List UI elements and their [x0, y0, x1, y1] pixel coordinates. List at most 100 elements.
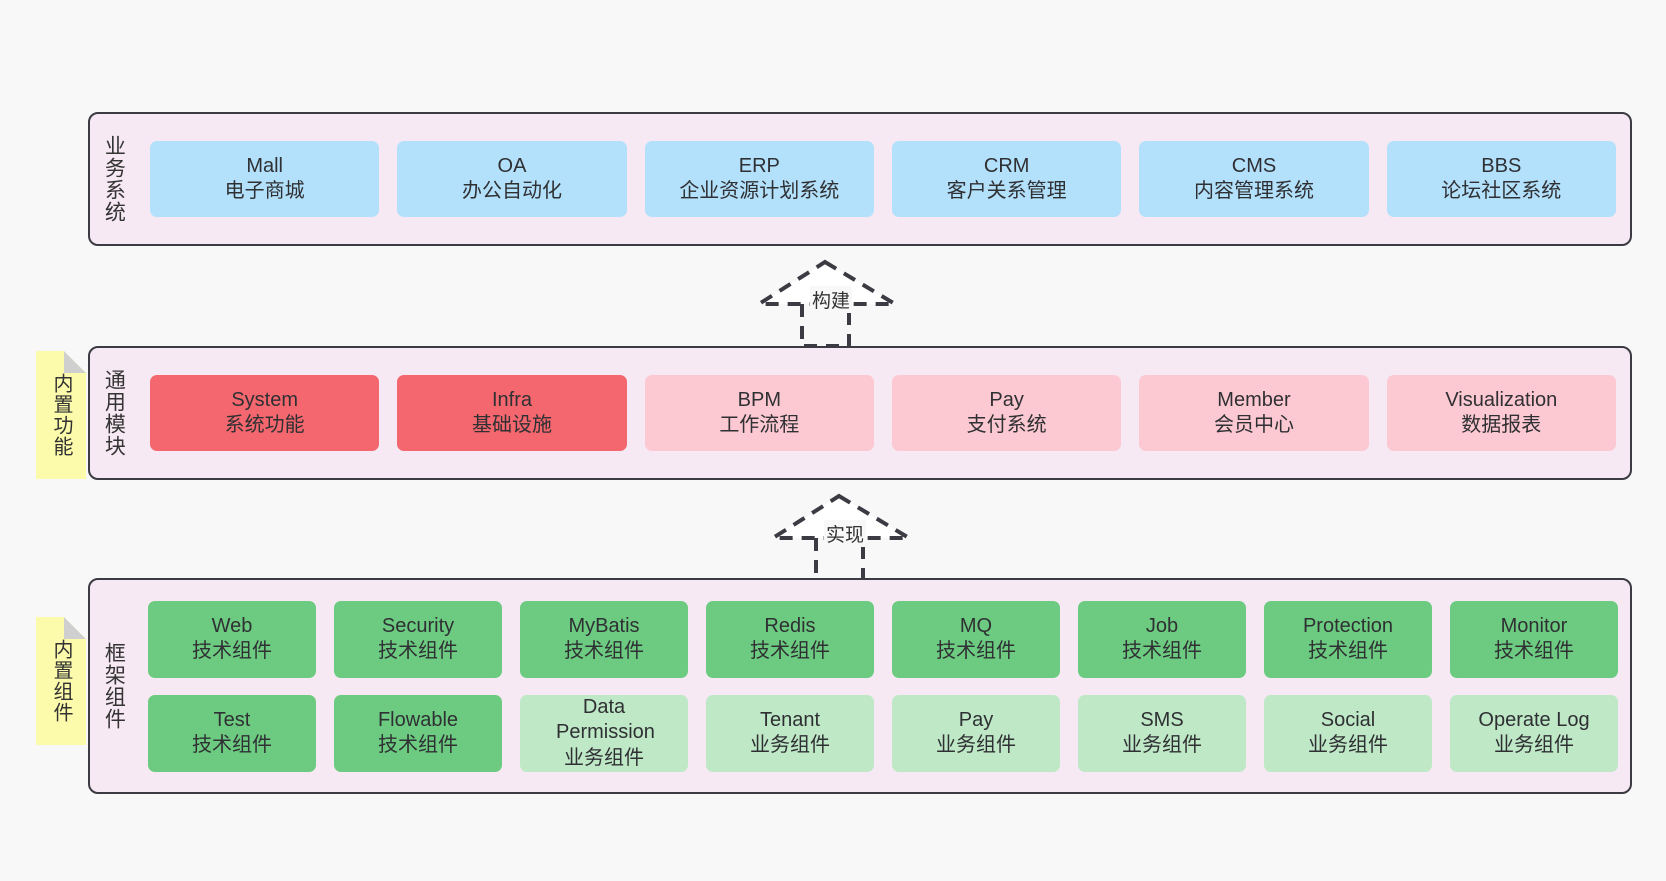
component-card-title: Job	[1145, 614, 1179, 637]
component-card-subtitle: 业务组件	[1122, 734, 1202, 756]
module-card-cms[interactable]: CMS 内容管理系统	[1139, 141, 1369, 217]
layer-common-module: 通用模块 System 系统功能 Infra 基础设施 BPM 工作流程 Pay…	[88, 346, 1632, 480]
module-card-subtitle: 系统功能	[224, 414, 305, 436]
module-card-system[interactable]: System 系统功能	[150, 375, 380, 451]
module-card-infra[interactable]: Infra 基础设施	[397, 375, 627, 451]
layer-business-system: 业务系统 Mall 电子商城 OA 办公自动化 ERP 企业资源计划系统 CRM…	[88, 112, 1632, 246]
layer-title-business-system: 业务系统	[102, 135, 126, 223]
component-card-subtitle: 技术组件	[192, 640, 272, 662]
component-card-monitor[interactable]: Monitor 技术组件	[1450, 600, 1618, 678]
layer-row: Web 技术组件 Security 技术组件 MyBatis 技术组件 Redi…	[148, 600, 1618, 678]
module-card-subtitle: 基础设施	[471, 414, 552, 436]
module-card-bbs[interactable]: BBS 论坛社区系统	[1386, 141, 1616, 217]
layer-body-framework-component: Web 技术组件 Security 技术组件 MyBatis 技术组件 Redi…	[136, 580, 1630, 792]
connector-implement-shape	[766, 493, 917, 582]
component-card-title: MQ	[959, 614, 993, 637]
component-card-redis[interactable]: Redis 技术组件	[706, 600, 874, 678]
module-card-title: System	[231, 388, 298, 411]
note-fold-corner-icon	[64, 617, 86, 639]
module-card-subtitle: 论坛社区系统	[1441, 180, 1562, 202]
component-card-title: Social	[1320, 708, 1376, 731]
component-card-title: Redis	[764, 614, 816, 637]
module-card-subtitle: 工作流程	[719, 414, 800, 436]
module-card-title: BPM	[737, 388, 781, 411]
component-card-protection[interactable]: Protection 技术组件	[1264, 600, 1432, 678]
component-card-mq[interactable]: MQ 技术组件	[892, 600, 1060, 678]
module-card-subtitle: 企业资源计划系统	[679, 180, 840, 202]
layer-body-common-module: System 系统功能 Infra 基础设施 BPM 工作流程 Pay 支付系统…	[136, 348, 1630, 478]
component-card-title: SMS	[1140, 708, 1184, 731]
component-card-tenant[interactable]: Tenant 业务组件	[706, 694, 874, 772]
module-card-pay[interactable]: Pay 支付系统	[891, 375, 1122, 451]
module-card-member[interactable]: Member 会员中心	[1139, 375, 1369, 451]
component-card-web[interactable]: Web 技术组件	[148, 600, 316, 678]
component-card-title: Tenant	[759, 708, 821, 731]
module-card-subtitle: 支付系统	[966, 414, 1047, 436]
component-card-title: MyBatis	[568, 614, 640, 637]
module-card-title: Infra	[491, 388, 532, 411]
layer-row: System 系统功能 Infra 基础设施 BPM 工作流程 Pay 支付系统…	[150, 375, 1616, 451]
component-card-subtitle: 技术组件	[750, 640, 830, 662]
component-card-pay[interactable]: Pay 业务组件	[892, 694, 1060, 772]
component-card-subtitle: 技术组件	[1308, 640, 1388, 662]
component-card-subtitle: 业务组件	[564, 746, 644, 769]
note-label: 内置组件	[50, 639, 72, 723]
connector-implement-label: 实现	[824, 520, 867, 547]
module-card-visualization[interactable]: Visualization 数据报表	[1386, 375, 1616, 451]
layer-title-framework-component: 框架组件	[102, 642, 126, 730]
component-card-title: Operate Log	[1478, 708, 1590, 731]
component-card-subtitle: 技术组件	[378, 734, 458, 756]
component-card-title: Test	[213, 708, 251, 731]
module-card-crm[interactable]: CRM 客户关系管理	[891, 141, 1122, 217]
component-card-subtitle: 业务组件	[1494, 734, 1574, 756]
component-card-subtitle: 技术组件	[564, 640, 644, 662]
module-card-subtitle: 内容管理系统	[1193, 180, 1314, 202]
component-card-job[interactable]: Job 技术组件	[1078, 600, 1246, 678]
module-card-subtitle: 客户关系管理	[946, 180, 1067, 202]
module-card-subtitle: 会员中心	[1213, 414, 1294, 436]
component-card-title: Security	[381, 614, 455, 637]
module-card-subtitle: 数据报表	[1461, 414, 1542, 436]
component-card-security[interactable]: Security 技术组件	[334, 600, 502, 678]
component-card-subtitle: 业务组件	[1308, 734, 1388, 756]
component-card-social[interactable]: Social 业务组件	[1264, 694, 1432, 772]
component-card-operate-log[interactable]: Operate Log 业务组件	[1450, 694, 1618, 772]
module-card-title: BBS	[1481, 154, 1522, 177]
module-card-title: Pay	[989, 388, 1024, 411]
connector-implement: 实现	[766, 492, 919, 584]
component-card-flowable[interactable]: Flowable 技术组件	[334, 694, 502, 772]
layer-row: Test 技术组件 Flowable 技术组件 Data Permission …	[148, 694, 1618, 772]
component-card-subtitle: 技术组件	[192, 734, 272, 756]
component-card-title: Data Permission	[556, 696, 655, 744]
module-card-subtitle: 办公自动化	[461, 180, 562, 202]
layer-row: Mall 电子商城 OA 办公自动化 ERP 企业资源计划系统 CRM 客户关系…	[150, 141, 1616, 217]
module-card-title: OA	[497, 154, 527, 177]
note-builtin-function: 内置功能	[36, 351, 86, 479]
layer-framework-component: 框架组件 Web 技术组件 Security 技术组件 MyBatis 技术组件…	[88, 578, 1632, 794]
connector-build-shape	[752, 259, 903, 348]
module-card-mall[interactable]: Mall 电子商城	[150, 141, 380, 217]
note-fold-corner-icon	[64, 351, 86, 373]
component-card-mybatis[interactable]: MyBatis 技术组件	[520, 600, 688, 678]
module-card-title: CMS	[1231, 154, 1277, 177]
module-card-bpm[interactable]: BPM 工作流程	[644, 375, 874, 451]
module-card-oa[interactable]: OA 办公自动化	[397, 141, 627, 217]
layer-title-common-module: 通用模块	[102, 369, 126, 457]
note-label: 内置功能	[50, 373, 72, 457]
component-card-title: Pay	[958, 708, 994, 731]
module-card-title: Mall	[246, 154, 283, 177]
component-card-subtitle: 技术组件	[378, 640, 458, 662]
note-builtin-component: 内置组件	[36, 617, 86, 745]
component-card-title: Web	[211, 614, 253, 637]
component-card-test[interactable]: Test 技术组件	[148, 694, 316, 772]
module-card-title: CRM	[983, 154, 1030, 177]
module-card-title: Visualization	[1445, 388, 1558, 411]
component-card-sms[interactable]: SMS 业务组件	[1078, 694, 1246, 772]
component-card-data-permission[interactable]: Data Permission 业务组件	[520, 694, 688, 772]
layer-body-business-system: Mall 电子商城 OA 办公自动化 ERP 企业资源计划系统 CRM 客户关系…	[136, 114, 1630, 244]
module-card-subtitle: 电子商城	[224, 180, 305, 202]
component-card-subtitle: 技术组件	[936, 640, 1016, 662]
connector-build-label: 构建	[810, 286, 853, 313]
module-card-erp[interactable]: ERP 企业资源计划系统	[644, 141, 874, 217]
